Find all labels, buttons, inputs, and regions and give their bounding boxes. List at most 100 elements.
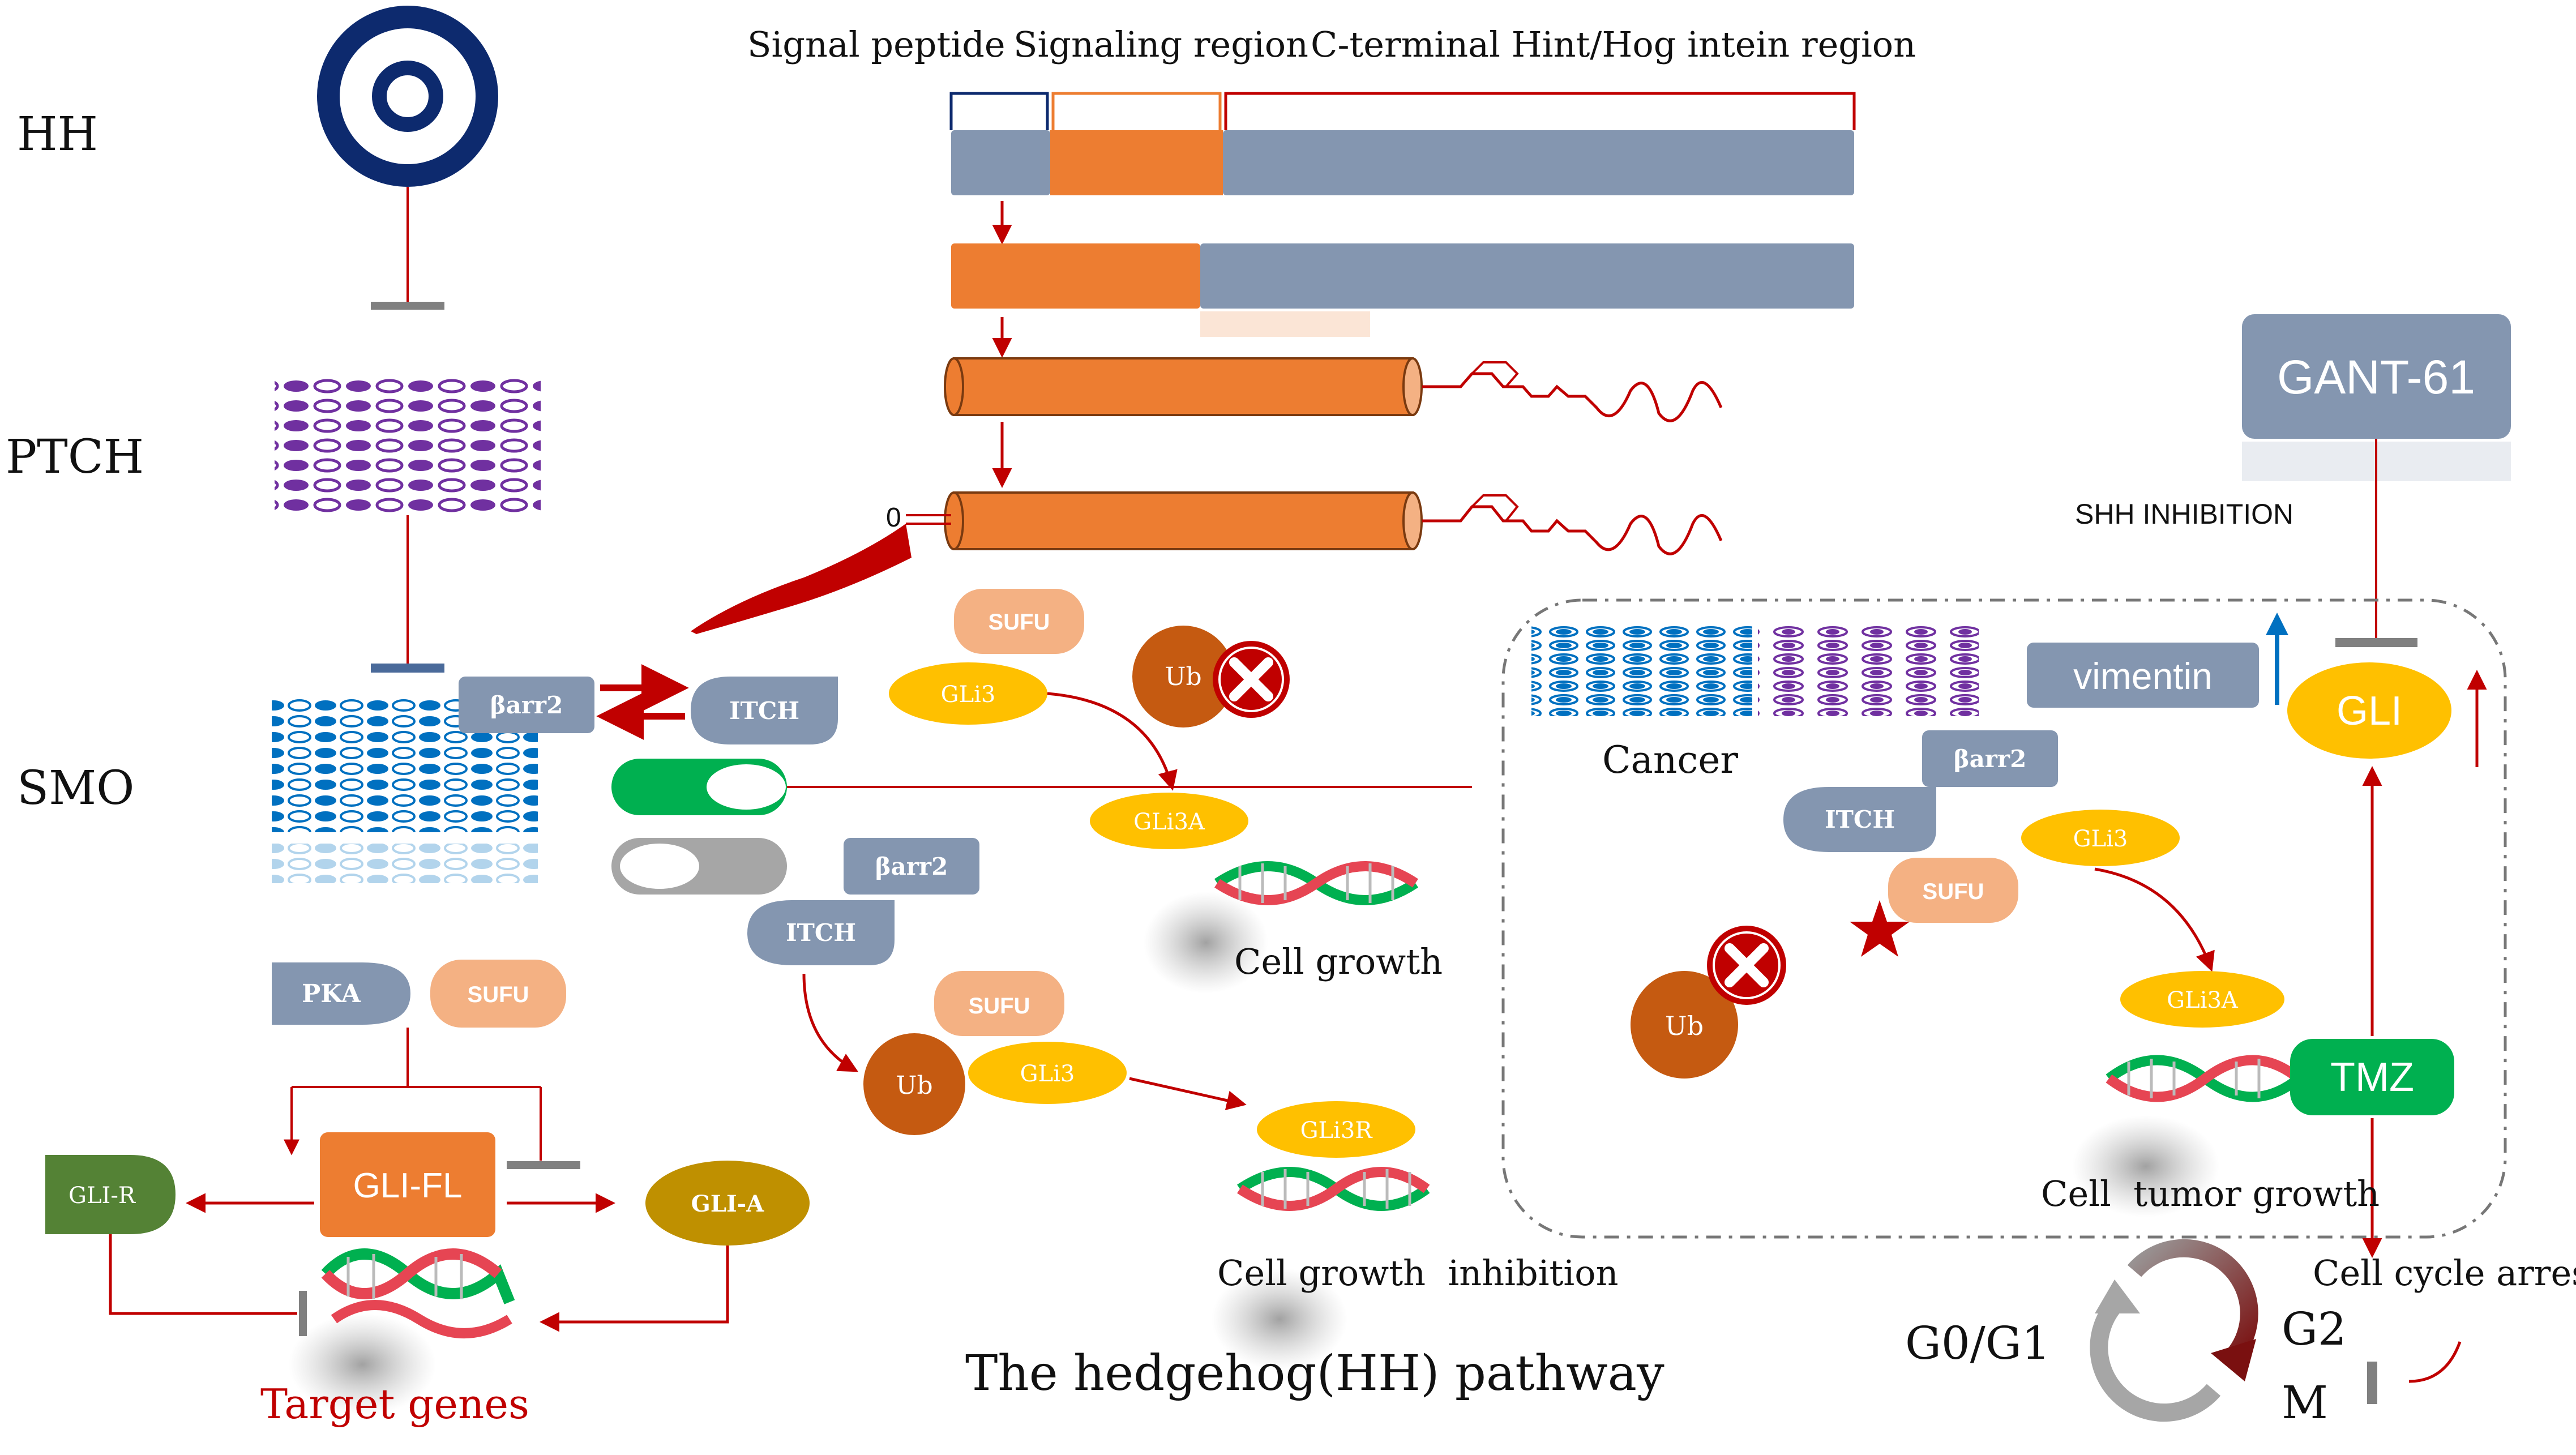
svg-text:GLi3A: GLi3A xyxy=(1133,809,1205,835)
on-gli3a: GLi3A xyxy=(1090,793,1248,849)
cancer-cross-icon xyxy=(1707,926,1786,1005)
zero-mark: 0 xyxy=(886,503,901,533)
label-smo: SMO xyxy=(17,761,134,815)
svg-text:SUFU: SUFU xyxy=(1923,879,1984,904)
svg-text:βarr2: βarr2 xyxy=(875,853,948,880)
off-itch-to-ub-arrow xyxy=(802,973,859,1072)
svg-text:Ub: Ub xyxy=(896,1071,932,1100)
tmz-box: TMZ xyxy=(2290,1039,2454,1115)
label-cell-growth: Cell growth xyxy=(1234,941,1443,982)
svg-text:GLi3R: GLi3R xyxy=(1300,1118,1373,1144)
m-phase-block xyxy=(2367,1341,2462,1404)
glir-inhibits-target xyxy=(109,1234,307,1336)
svg-text:GLI-A: GLI-A xyxy=(691,1191,765,1217)
svg-text:GLi3A: GLi3A xyxy=(2167,987,2239,1013)
svg-text:βarr2: βarr2 xyxy=(490,691,563,719)
label-g0-g1: G0/G1 xyxy=(1905,1317,2051,1370)
gli-r: GLI-R xyxy=(45,1155,176,1234)
cancer-barr2: βarr2 xyxy=(1922,730,2058,787)
svg-text:GLi3: GLi3 xyxy=(941,682,996,708)
on-gli3-to-gli3a-arrow xyxy=(1047,692,1178,791)
on-gli3: GLi3 xyxy=(889,662,1047,725)
svg-text:GANT-61: GANT-61 xyxy=(2277,350,2475,404)
hh-ligand-icon xyxy=(317,6,498,187)
pka-sufu: SUFU xyxy=(430,960,566,1028)
cell-cycle-icon xyxy=(2090,1239,2258,1422)
cancer-gli: GLI xyxy=(2287,662,2451,759)
svg-text:GLI-FL: GLI-FL xyxy=(353,1166,463,1205)
svg-text:ITCH: ITCH xyxy=(786,919,856,947)
domain-brackets xyxy=(949,92,1856,130)
cancer-smo-receptor xyxy=(1531,626,1752,716)
gli-a: GLI-A xyxy=(645,1161,810,1246)
hh-precursor-bar xyxy=(951,130,1854,195)
svg-text:GLi3: GLi3 xyxy=(1020,1061,1075,1087)
svg-text:ITCH: ITCH xyxy=(1825,806,1895,833)
off-itch: ITCH xyxy=(747,900,895,965)
cancer-dna-icon xyxy=(2072,1055,2302,1217)
svg-text:GLI: GLI xyxy=(2337,688,2402,734)
off-barr2: βarr2 xyxy=(844,838,979,895)
off-gli3: GLi3 xyxy=(968,1042,1127,1104)
svg-text:ITCH: ITCH xyxy=(729,697,799,725)
label-shh-inhibition: SHH INHIBITION xyxy=(2075,498,2293,530)
label-g2: G2 xyxy=(2282,1303,2347,1355)
label-cell-growth-inhibition: Cell growth inhibition xyxy=(1217,1252,1619,1294)
svg-text:Ub: Ub xyxy=(1665,1011,1704,1041)
label-target-genes: Target genes xyxy=(260,1380,529,1428)
ptch-receptor xyxy=(275,374,541,512)
off-gli3r: GLi3R xyxy=(1257,1101,1415,1158)
label-signaling-region: Signaling region xyxy=(1013,24,1308,65)
off-gli3-to-gli3r-arrow xyxy=(1129,1077,1247,1110)
cancer-gli3a: GLi3A xyxy=(2120,971,2284,1028)
svg-text:PKA: PKA xyxy=(302,979,361,1008)
smo-itch: ITCH xyxy=(691,677,838,744)
pka-connectors xyxy=(284,1028,580,1169)
exchange-arrows xyxy=(596,664,689,740)
cancer-itch: ITCH xyxy=(1783,787,1936,852)
label-signal-peptide: Signal peptide xyxy=(747,24,1005,65)
target-dna-icon xyxy=(289,1248,515,1415)
cancer-sufu: SUFU xyxy=(1888,858,2018,923)
svg-text:GLi3: GLi3 xyxy=(2073,826,2128,852)
svg-text:SUFU: SUFU xyxy=(969,994,1030,1018)
cancer-ub: Ub xyxy=(1631,971,1738,1079)
svg-text:βarr2: βarr2 xyxy=(1954,745,2027,773)
label-ptch: PTCH xyxy=(6,430,144,484)
hh-inhibits-ptch xyxy=(371,187,444,310)
switch-on xyxy=(611,759,787,815)
off-dna-icon xyxy=(1212,1167,1430,1370)
cancer-mutation-star-icon xyxy=(1850,900,1910,957)
gli-fl: GLI-FL xyxy=(320,1132,495,1237)
smo-receptor-fade xyxy=(272,844,538,883)
smo-barr2: βarr2 xyxy=(459,677,594,733)
diagram-title: The hedgehog(HH) pathway xyxy=(965,1345,1664,1402)
svg-text:vimentin: vimentin xyxy=(2073,655,2213,697)
label-cell-tumor-growth: Cell tumor growth xyxy=(2041,1173,2380,1214)
on-dna-icon xyxy=(1144,861,1418,994)
label-c-terminal: C-terminal Hint/Hog intein region xyxy=(1311,24,1916,65)
hh-lipid-cylinder-1 xyxy=(944,357,1723,422)
label-cancer: Cancer xyxy=(1602,738,1738,782)
pka: PKA xyxy=(272,962,410,1025)
cancer-cell-boundary xyxy=(1501,598,2507,1239)
hh-lipid-cylinder-2 xyxy=(944,491,1723,555)
svg-text:Ub: Ub xyxy=(1165,662,1201,691)
cancer-ptch-receptor xyxy=(1758,626,1979,716)
cholesterol-link: 0 xyxy=(691,503,951,634)
label-cell-cycle-arrest: Cell cycle arrest xyxy=(2313,1252,2576,1294)
gant61-inhibits-gli xyxy=(2335,439,2417,647)
on-cross-icon xyxy=(1213,641,1290,718)
vimentin-box: vimentin xyxy=(2027,643,2259,708)
off-sufu: SUFU xyxy=(934,971,1064,1036)
on-sufu: SUFU xyxy=(954,589,1084,654)
on-ub-blocked: Ub xyxy=(1132,626,1234,728)
svg-text:SUFU: SUFU xyxy=(989,610,1050,635)
svg-text:SUFU: SUFU xyxy=(468,982,529,1007)
glia-activates-target xyxy=(540,1246,729,1332)
svg-text:TMZ: TMZ xyxy=(2330,1055,2414,1100)
cancer-gli3: GLi3 xyxy=(2021,810,2180,866)
hh-cleaved-bar xyxy=(951,243,1854,337)
cancer-gli3-to-gli3a-arrow xyxy=(2094,867,2215,972)
